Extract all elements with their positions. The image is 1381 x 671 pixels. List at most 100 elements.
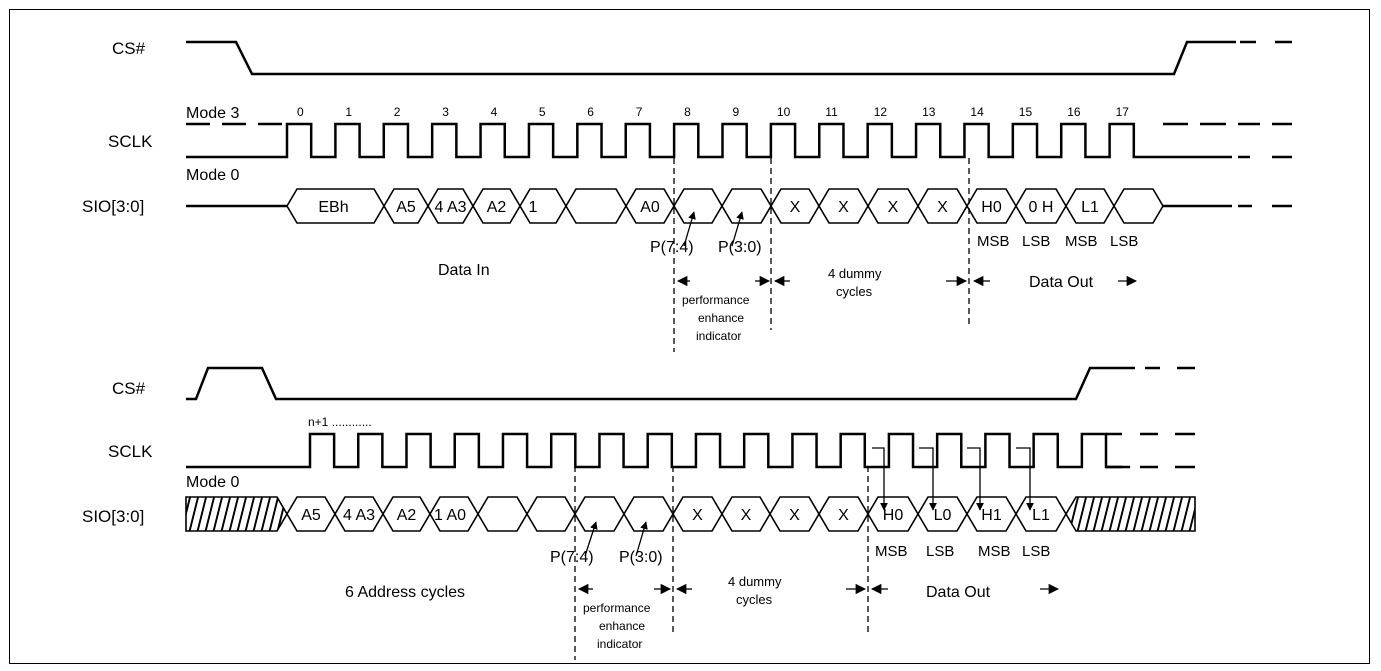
- sio-cell-label: A2: [487, 199, 507, 216]
- bottom-sclk-tail-dash: [1106, 432, 1195, 469]
- bottom-sio-label: SIO[3:0]: [82, 507, 144, 526]
- sio-cell-label: X: [838, 507, 849, 524]
- sio-cell-label: H1: [981, 507, 1002, 524]
- bottom-mode0-label: Mode 0: [186, 474, 239, 491]
- sio-cell: [1113, 188, 1164, 224]
- top-mode3-label: Mode 3: [186, 105, 239, 122]
- top-sclk-mode3-dash: [186, 122, 288, 157]
- bottom-sclk-label: SCLK: [108, 442, 153, 461]
- clock-number: 11: [825, 105, 838, 119]
- top-perf-line3: indicator: [696, 329, 741, 343]
- top-data-in-label: Data In: [438, 262, 490, 279]
- top-pointer-arrow: [683, 211, 696, 247]
- top-cs-label: CS#: [112, 39, 146, 58]
- top-data-out-label: Data Out: [1029, 274, 1094, 291]
- top-bit-label: LSB: [1022, 233, 1050, 250]
- bottom-data-out-label: Data Out: [926, 584, 991, 601]
- bottom-sclk-waveform: [186, 432, 1131, 469]
- sio-cell: [519, 188, 567, 224]
- bottom-bit-label: MSB: [978, 543, 1011, 560]
- top-cs-waveform: [186, 40, 1236, 76]
- clock-number: 10: [777, 105, 791, 119]
- top-sclk-waveform: [186, 122, 1232, 159]
- sio-cell-label: 1 A0: [434, 507, 466, 524]
- clock-number: 7: [636, 105, 643, 119]
- sio-cell-label: X: [741, 507, 752, 524]
- clock-number: 15: [1019, 105, 1033, 119]
- sio-cell-label: 4 A3: [343, 507, 375, 524]
- top-perf-line1: performance: [682, 293, 750, 307]
- sio-cell-label: 4 A3: [434, 199, 466, 216]
- sio-cell-label: A5: [396, 199, 416, 216]
- sio-cell-label: A2: [397, 507, 417, 524]
- diagram-frame: [9, 9, 1370, 664]
- bottom-diagram: CS# SCLK SIO[3:0] Mode 0 n+1 ...........…: [82, 366, 1196, 660]
- top-bit-label: LSB: [1110, 233, 1138, 250]
- top-pointer-label: P(7:4): [650, 239, 694, 256]
- sio-cell: [623, 496, 674, 532]
- clock-number: 6: [587, 105, 594, 119]
- sio-cell-label: 1: [529, 199, 538, 216]
- top-mode0-label: Mode 0: [186, 167, 239, 184]
- top-diagram: CS# SCLK SIO[3:0] Mode 3 Mode 0 0 1 2 3 4 5 6 7…: [82, 39, 1292, 352]
- sio-cell-label: L1: [1032, 507, 1050, 524]
- sio-cell-label: H0: [981, 199, 1002, 216]
- sio-cell: [477, 496, 528, 532]
- clock-number: 1: [345, 105, 352, 119]
- bottom-perf-line1: performance: [583, 601, 651, 615]
- bottom-bit-label: LSB: [926, 543, 954, 560]
- bottom-bit-label: LSB: [1022, 543, 1050, 560]
- clock-number: 2: [394, 105, 401, 119]
- sio-cell-label: A0: [640, 199, 660, 216]
- bottom-dummy-line2: cycles: [736, 592, 773, 607]
- clock-number: 16: [1067, 105, 1081, 119]
- clock-number: 8: [684, 105, 691, 119]
- sio-cell: [721, 188, 772, 224]
- sio-cell-label: EBh: [318, 199, 348, 216]
- sio-hatch-left: [185, 496, 288, 532]
- bottom-pointer-arrow: [584, 521, 598, 557]
- sio-cell-label: X: [937, 199, 948, 216]
- top-dummy-line1: 4 dummy: [828, 266, 882, 281]
- top-bit-label: MSB: [1065, 233, 1098, 250]
- sio-cell: [574, 496, 625, 532]
- top-sio-label: SIO[3:0]: [82, 197, 144, 216]
- sio-cell-label: 0 H: [1029, 199, 1054, 216]
- top-pointer-arrow: [731, 211, 744, 247]
- bottom-bit-label: MSB: [875, 543, 908, 560]
- bottom-pointer-arrow: [635, 521, 648, 557]
- sio-cell-label: H0: [883, 507, 904, 524]
- bottom-perf-line2: enhance: [599, 619, 645, 633]
- top-sio-bus: EBh A5 4 A3 A2 1 A0 X X X X H0 0 H L1: [186, 188, 1232, 224]
- bottom-pointer-label: P(3:0): [619, 549, 663, 566]
- bottom-pointer-label: P(7:4): [550, 549, 594, 566]
- sio-cell-label: X: [888, 199, 899, 216]
- bottom-cs-label: CS#: [112, 379, 146, 398]
- clock-number: 9: [733, 105, 740, 119]
- bottom-dummy-line1: 4 dummy: [728, 574, 782, 589]
- clock-number: 5: [539, 105, 546, 119]
- clock-number: 4: [491, 105, 498, 119]
- top-sclk-tail-dash: [1163, 122, 1292, 159]
- sio-cell-label: L1: [1081, 199, 1099, 216]
- bottom-clock-label: n+1 ............: [308, 415, 372, 429]
- sio-cell-label: X: [692, 507, 703, 524]
- sio-cell-label: X: [789, 507, 800, 524]
- top-pointer-label: P(3:0): [718, 239, 762, 256]
- top-perf-line2: enhance: [698, 311, 744, 325]
- clock-number: 17: [1116, 105, 1130, 119]
- clock-number: 14: [970, 105, 984, 119]
- sio-cell: [673, 188, 723, 224]
- bottom-address-label: 6 Address cycles: [345, 584, 465, 601]
- bottom-cs-waveform: [186, 366, 1135, 401]
- sio-cell-label: X: [790, 199, 801, 216]
- clock-number: 3: [442, 105, 449, 119]
- sio-cell-label: X: [838, 199, 849, 216]
- top-sclk-label: SCLK: [108, 132, 153, 151]
- clock-number: 0: [297, 105, 304, 119]
- sio-hatch-right: [1065, 496, 1196, 532]
- sio-cell-label: A5: [301, 507, 321, 524]
